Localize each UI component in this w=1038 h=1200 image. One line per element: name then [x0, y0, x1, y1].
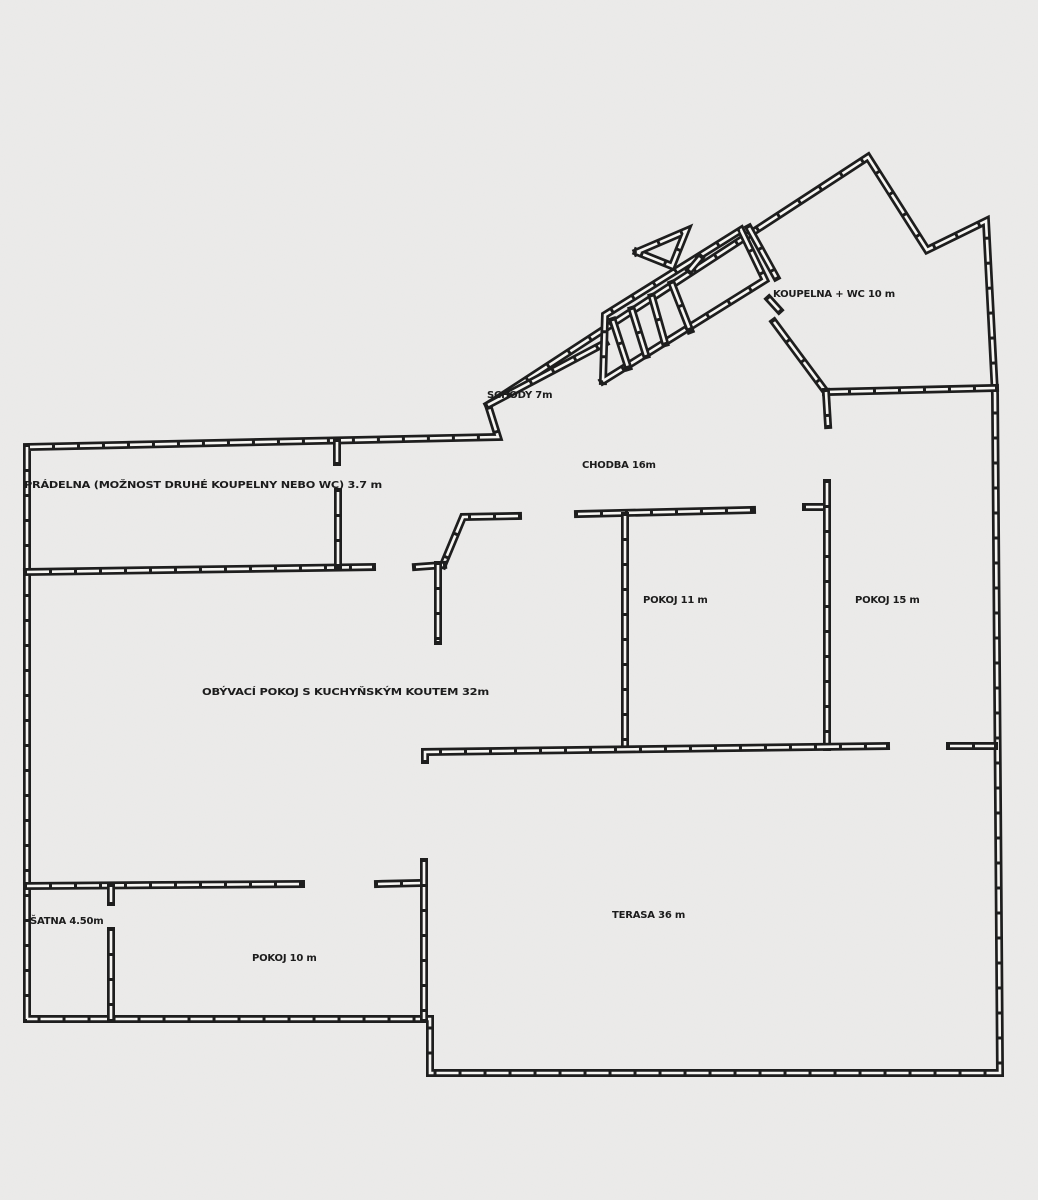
wall-chodba-pokoj11-fill [577, 508, 753, 516]
wall-bath-floor-fill [825, 386, 996, 394]
label-satna: ŠATNA 4.50m [30, 914, 103, 927]
wall-schody-inner-fill [487, 341, 606, 407]
stair-outline-fill [601, 228, 767, 383]
stair-step-5-fill [689, 257, 701, 271]
label-koupelna: KOUPELNA + WC 10 m [773, 289, 895, 300]
wall-bath-sloped-fill [772, 321, 828, 393]
wall-bath-stub-fill [824, 391, 830, 426]
label-pradelna: PRÁDELNA (MOŽNOST DRUHÉ KOUPELNY NEBO WC… [24, 478, 382, 491]
wall-pokoj10-top-fill [377, 881, 423, 886]
label-obyvaci-pokoj: OBÝVACÍ POKOJ S KUCHYŇSKÝM KOUTEM 32m [202, 685, 489, 698]
stair-step-4-fill [670, 283, 692, 331]
label-pokoj-10: POKOJ 10 m [252, 953, 317, 964]
stair-step-2-fill [630, 309, 648, 356]
wall-bath-diag-b-fill [768, 298, 780, 311]
wall-bath-diag-a-fill [747, 227, 778, 278]
label-schody: SCHODY 7m [487, 390, 552, 401]
wall-terasa-line-fill [423, 744, 887, 760]
wall-living-angled-foot-fill [415, 563, 444, 569]
stairs [597, 223, 771, 387]
wall-exterior-main-fill [25, 155, 1002, 1075]
label-pokoj-15: POKOJ 15 m [855, 595, 920, 606]
stair-step-1-fill [611, 320, 630, 368]
wall-living-angled-fill [441, 514, 519, 566]
room-labels: KOUPELNA + WC 10 m SCHODY 7m CHODBA 16m … [24, 289, 920, 964]
wall-satna-top-fill [26, 882, 302, 888]
label-terasa: TERASA 36 m [612, 910, 685, 921]
wall-pradelna-floor-fill [26, 565, 373, 574]
stair-landing-triangle-fill [636, 228, 689, 268]
walls [22, 151, 1005, 1077]
stair-step-3-fill [650, 296, 667, 344]
label-pokoj-11: POKOJ 11 m [643, 595, 708, 606]
label-chodba: CHODBA 16m [582, 460, 656, 471]
